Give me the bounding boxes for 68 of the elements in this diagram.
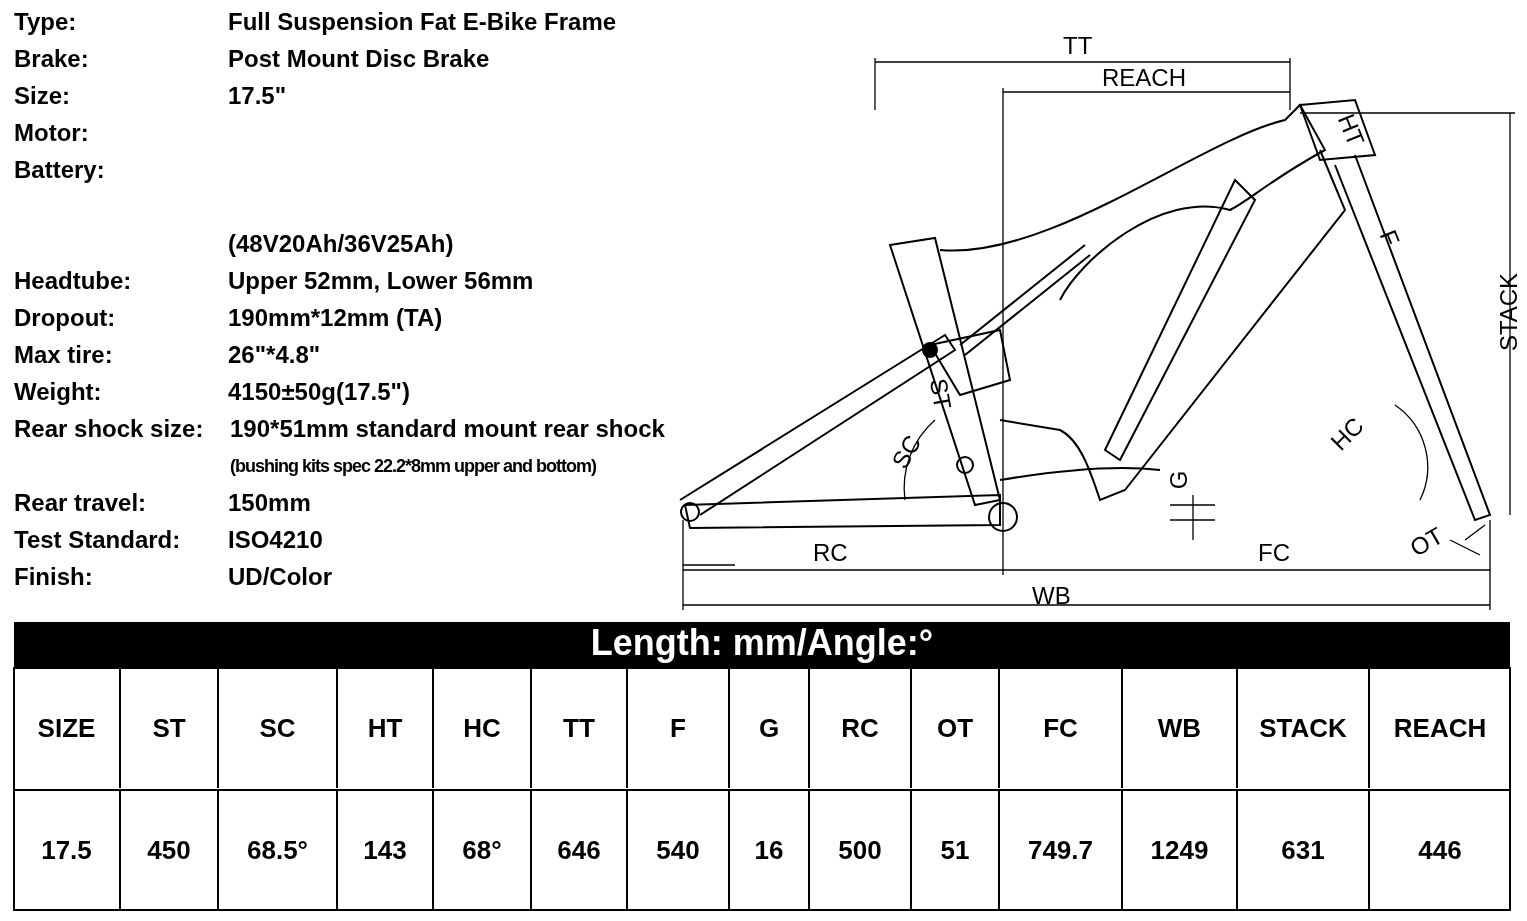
spec-text: UD/Color xyxy=(228,565,332,589)
spec-text: Type: xyxy=(14,10,77,34)
table-value: 1249 xyxy=(1123,790,1238,910)
column-header: STACK xyxy=(1238,668,1370,788)
dimension-label: RC xyxy=(813,541,848,565)
spec-text: Test Standard: xyxy=(14,528,181,552)
dimension-label: TT xyxy=(1063,34,1093,58)
column-header: F xyxy=(628,668,730,788)
spec-text: Rear shock size: xyxy=(14,417,204,441)
spec-text: 190mm*12mm (TA) xyxy=(228,306,443,330)
spec-text: Finish: xyxy=(14,565,93,589)
dimension-label: FC xyxy=(1258,541,1290,565)
table-value: 631 xyxy=(1238,790,1370,910)
table-value: 646 xyxy=(532,790,628,910)
spec-text: Headtube: xyxy=(14,269,132,293)
dimension-label: REACH xyxy=(1102,66,1186,90)
column-header: G xyxy=(730,668,810,788)
spec-text: 26"*4.8" xyxy=(228,343,321,367)
spec-text: Max tire: xyxy=(14,343,113,367)
spec-text: (48V20Ah/36V25Ah) xyxy=(228,232,454,256)
table-value: 16 xyxy=(730,790,810,910)
spec-text: 4150±50g(17.5") xyxy=(228,380,410,404)
dimension-label: STACK xyxy=(1497,272,1522,352)
table-value: 68.5° xyxy=(219,790,338,910)
column-header: WB xyxy=(1123,668,1238,788)
table-value: 749.7 xyxy=(1000,790,1123,910)
dimension-label: G xyxy=(1167,470,1192,490)
spec-text: Size: xyxy=(14,84,70,108)
spec-text: Rear travel: xyxy=(14,491,147,515)
spec-text: 17.5" xyxy=(228,84,287,108)
spec-text: Battery: xyxy=(14,158,105,182)
column-header: SIZE xyxy=(14,668,121,788)
dimension-label: OT xyxy=(1406,523,1448,561)
column-header: FC xyxy=(1000,668,1123,788)
column-header: TT xyxy=(532,668,628,788)
table-value: 51 xyxy=(912,790,1000,910)
spec-text: (bushing kits spec 22.2*8mm upper and bottom) xyxy=(230,457,597,475)
spec-text: Dropout: xyxy=(14,306,116,330)
spec-text: Brake: xyxy=(14,47,89,71)
dimension-label: F xyxy=(1375,226,1404,250)
table-value: 446 xyxy=(1417,833,1463,867)
column-header: HC xyxy=(434,668,532,788)
column-header: ST xyxy=(121,668,219,788)
column-header: REACH xyxy=(1392,711,1488,745)
spec-text: 150mm xyxy=(228,491,311,515)
dimension-label: HT xyxy=(1333,110,1369,150)
spec-text: Weight: xyxy=(14,380,102,404)
table-value: 143 xyxy=(338,790,434,910)
column-header: OT xyxy=(912,668,1000,788)
table-value: 450 xyxy=(121,790,219,910)
table-value: 540 xyxy=(628,790,730,910)
table-value: 500 xyxy=(810,790,912,910)
spec-text: Full Suspension Fat E-Bike Frame xyxy=(228,10,617,34)
column-header: SC xyxy=(219,668,338,788)
column-header: HT xyxy=(338,668,434,788)
dimension-label: HC xyxy=(1326,413,1369,455)
table-value: 68° xyxy=(434,790,532,910)
spec-text: 190*51mm standard mount rear shock xyxy=(230,417,665,441)
spec-text: Upper 52mm, Lower 56mm xyxy=(228,269,534,293)
spec-text: ISO4210 xyxy=(228,528,323,552)
table-value: 17.5 xyxy=(14,790,121,910)
dimension-label: SC xyxy=(887,431,926,473)
dimension-label: ST xyxy=(925,376,955,412)
dimension-label: WB xyxy=(1032,584,1071,608)
table-title: Length: mm/Angle:° xyxy=(590,625,934,661)
spec-text: Motor: xyxy=(14,121,89,145)
spec-text: Post Mount Disc Brake xyxy=(228,47,490,71)
column-header: RC xyxy=(810,668,912,788)
